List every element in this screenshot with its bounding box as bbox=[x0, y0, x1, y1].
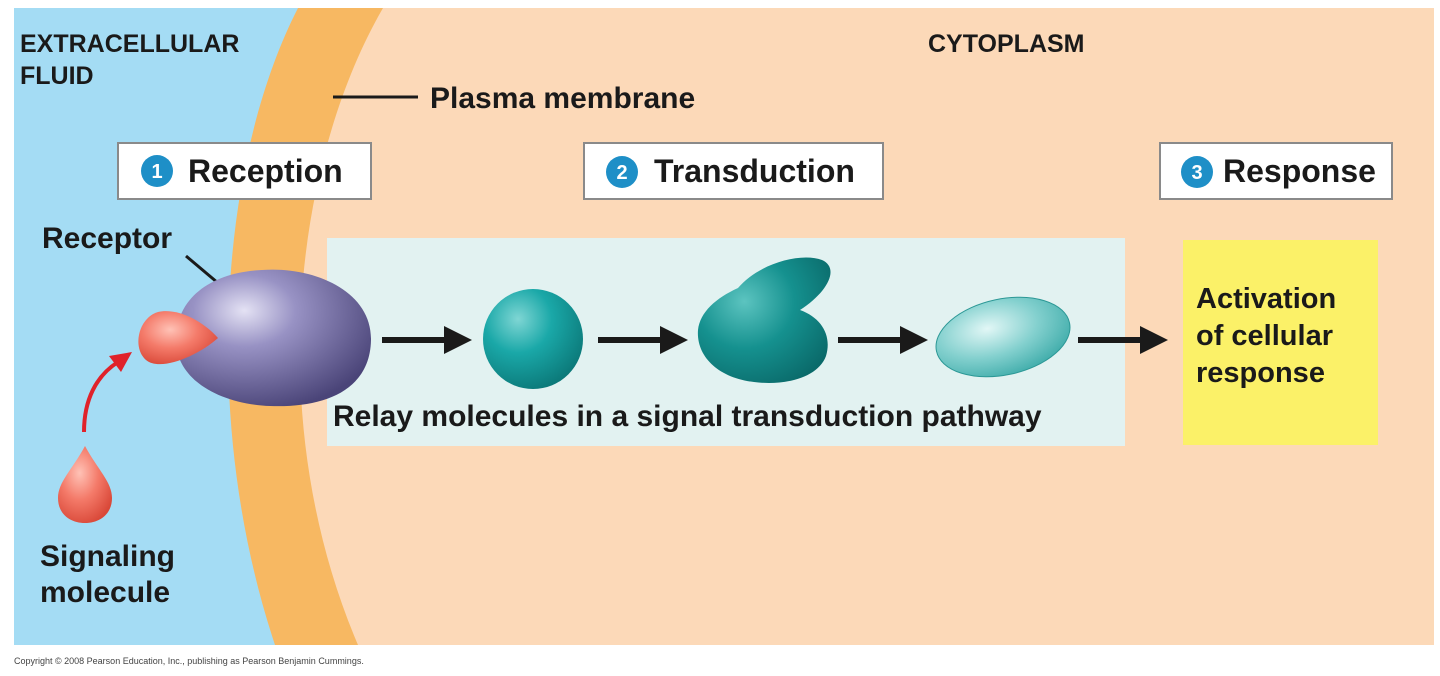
extracellular-label-line2: FLUID bbox=[20, 62, 94, 90]
stage-transduction: 2 Transduction bbox=[583, 142, 884, 200]
signaling-molecule-label-line2: molecule bbox=[40, 576, 170, 609]
binding-arrow bbox=[82, 360, 120, 433]
receptor-label: Receptor bbox=[42, 222, 172, 255]
bound-signaling-molecule bbox=[138, 311, 218, 365]
stage-number: 3 bbox=[1191, 162, 1202, 184]
response-text-line1: Activation bbox=[1196, 283, 1336, 315]
stage-number-badge bbox=[1181, 156, 1213, 188]
stage-label: Reception bbox=[188, 153, 343, 189]
stage-reception: 1 Reception bbox=[117, 142, 372, 200]
stage-number: 2 bbox=[616, 162, 627, 184]
copyright-notice: Copyright © 2008 Pearson Education, Inc.… bbox=[14, 656, 364, 666]
relay-molecule-sphere bbox=[483, 289, 583, 389]
relay-molecule-notched bbox=[697, 257, 831, 383]
relay-caption: Relay molecules in a signal transduction… bbox=[333, 400, 1042, 433]
extracellular-label-line1: EXTRACELLULAR bbox=[20, 30, 239, 58]
stage-label: Response bbox=[1223, 153, 1376, 189]
receptor-protein bbox=[176, 269, 372, 407]
stage-box bbox=[117, 142, 372, 200]
receptor-leader-line bbox=[185, 254, 219, 285]
relay-molecule-ellipse bbox=[935, 296, 1071, 378]
pathway-arrow bbox=[598, 326, 688, 354]
stage-number-badge bbox=[141, 155, 173, 187]
stage-response: 3 Response bbox=[1159, 142, 1393, 200]
response-box: Activation of cellular response bbox=[1183, 240, 1378, 445]
cytoplasm-label: CYTOPLASM bbox=[928, 30, 1085, 58]
signaling-molecule-label-line1: Signaling bbox=[40, 540, 175, 573]
stage-label: Transduction bbox=[654, 153, 855, 189]
free-signaling-molecule bbox=[58, 446, 112, 523]
stage-number-badge bbox=[606, 156, 638, 188]
binding-arrow-head bbox=[109, 352, 132, 372]
pathway-arrow bbox=[382, 326, 472, 354]
plasma-membrane-label: Plasma membrane bbox=[430, 82, 695, 115]
pathway-arrow bbox=[1078, 326, 1168, 354]
pathway-arrow bbox=[838, 326, 928, 354]
response-text-line2: of cellular bbox=[1196, 320, 1333, 352]
response-text-line3: response bbox=[1196, 357, 1325, 389]
stage-number: 1 bbox=[151, 161, 162, 183]
response-box-background bbox=[1183, 240, 1378, 445]
